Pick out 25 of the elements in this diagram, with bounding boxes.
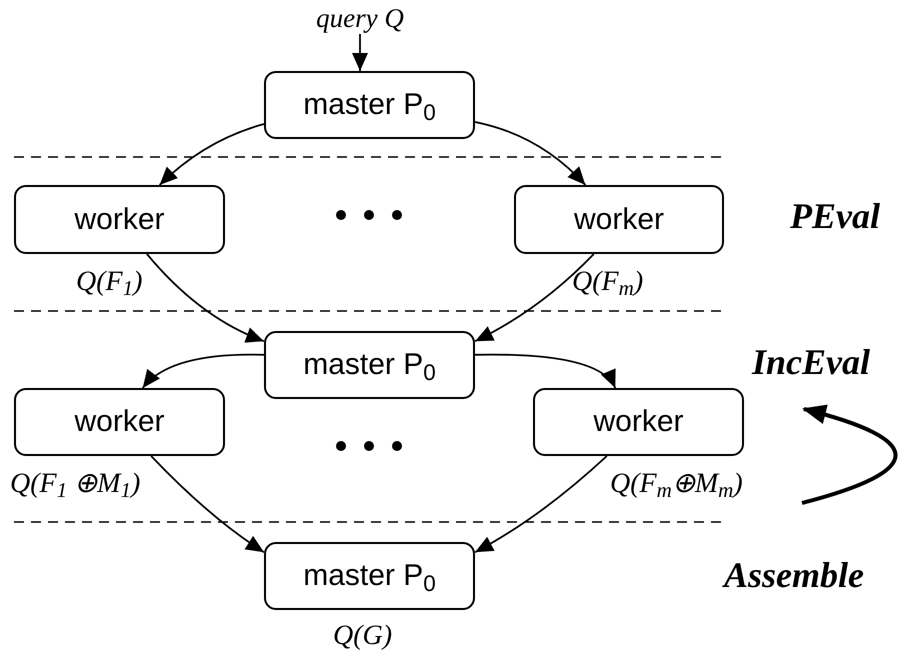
input-label: query Q: [316, 4, 404, 32]
result-label: Q(F$_{m}$⊕M$_{m}$): [610, 470, 743, 498]
arrow: [146, 253, 264, 342]
result-label: Q(F$_{1}$ ⊕M$_{1}$): [10, 470, 140, 498]
master-label: master P$_{0}$: [303, 350, 436, 380]
arrow: [474, 455, 608, 553]
master-label: master P$_{0}$: [303, 561, 436, 591]
worker-label: worker: [74, 407, 164, 437]
phase-label: Assemble: [724, 557, 864, 593]
result-label: Q(F$_{m}$): [572, 268, 644, 296]
arrow: [475, 354, 616, 388]
result-label: Q(G): [333, 622, 392, 650]
arrow: [474, 121, 586, 186]
arrow: [474, 253, 594, 342]
master-label: master P$_{0}$: [303, 90, 436, 120]
arrow: [150, 455, 264, 553]
phase-label: IncEval: [752, 344, 870, 380]
result-label: Q(F$_{1}$): [76, 268, 142, 296]
worker-label: worker: [593, 407, 684, 437]
arrow: [142, 354, 264, 389]
arrow: [158, 123, 264, 186]
worker-label: worker: [574, 204, 664, 234]
phase-label: PEval: [790, 198, 880, 234]
worker-label: worker: [74, 204, 164, 234]
arrow: [352, 34, 368, 71]
